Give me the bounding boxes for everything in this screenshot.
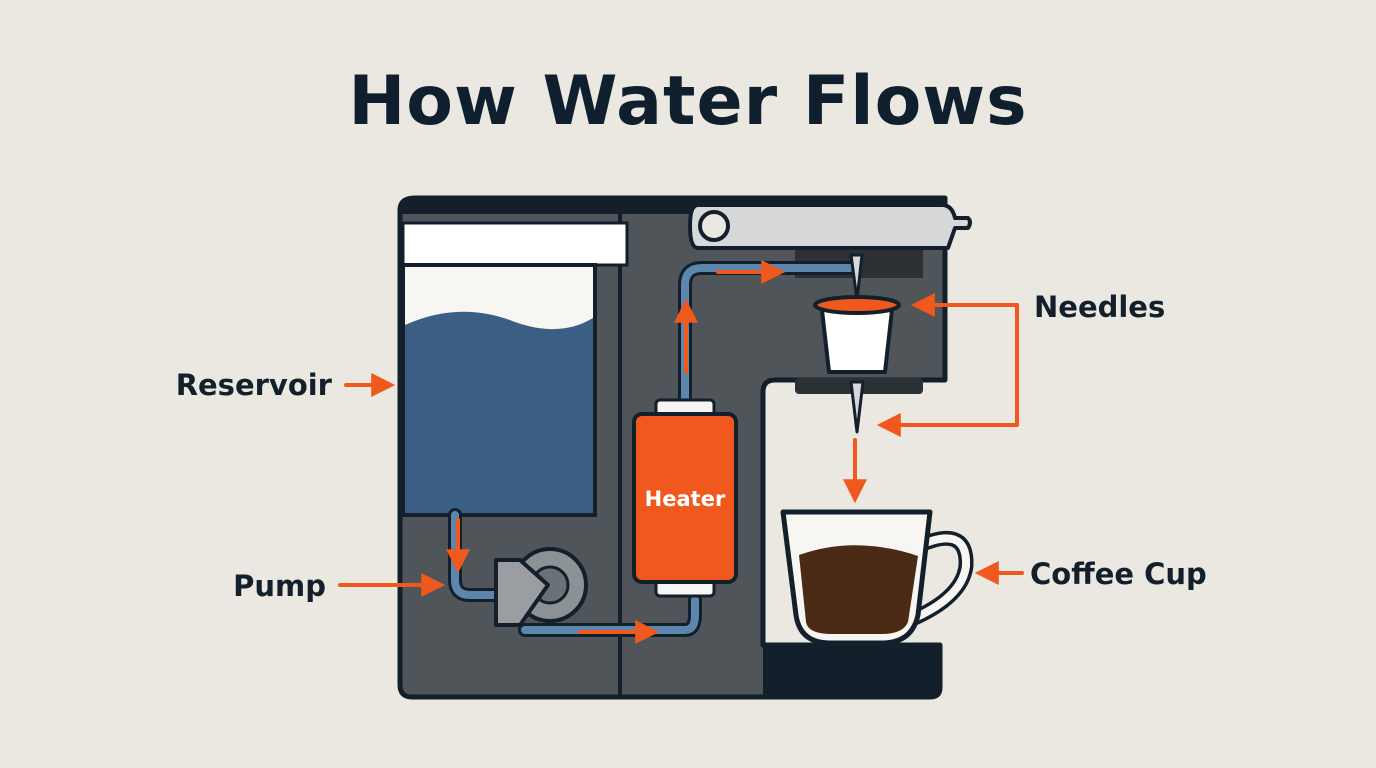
coffee-cup-label: Coffee Cup <box>1030 557 1207 591</box>
reservoir-label: Reservoir <box>176 368 333 402</box>
diagram-title: How Water Flows <box>348 62 1028 141</box>
needle-icon <box>849 380 865 434</box>
reservoir <box>401 221 629 517</box>
lid-handle <box>688 203 972 250</box>
water-tubes <box>448 261 857 637</box>
heater-icon <box>632 398 738 598</box>
coffee-cup-icon <box>780 509 974 646</box>
k-cup-icon <box>813 295 901 374</box>
heater-label: Heater <box>645 487 726 511</box>
needles-bottom-pointer <box>876 303 1019 437</box>
drip-tray-base <box>763 645 940 695</box>
pump-icon <box>494 547 588 627</box>
flow-arrows <box>446 260 867 644</box>
needles-label: Needles <box>1034 290 1165 324</box>
needle-icon <box>849 253 864 302</box>
callout-arrows <box>338 293 1024 597</box>
reservoir-water <box>405 311 593 513</box>
pump-label: Pump <box>233 569 326 603</box>
